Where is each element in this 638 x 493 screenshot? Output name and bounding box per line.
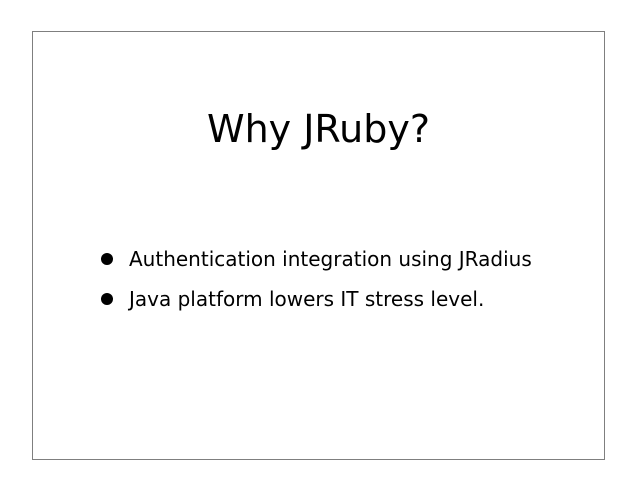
bullet-text: Java platform lowers IT stress level. [129, 287, 485, 311]
bullet-list: Authentication integration using JRadius… [101, 247, 532, 327]
slide: Why JRuby? Authentication integration us… [32, 31, 605, 460]
bullet-dot-icon [101, 293, 113, 305]
bullet-dot-icon [101, 253, 113, 265]
slide-title: Why JRuby? [207, 107, 430, 151]
bullet-text: Authentication integration using JRadius [129, 247, 532, 271]
bullet-item: Authentication integration using JRadius [101, 247, 532, 271]
bullet-item: Java platform lowers IT stress level. [101, 287, 532, 311]
